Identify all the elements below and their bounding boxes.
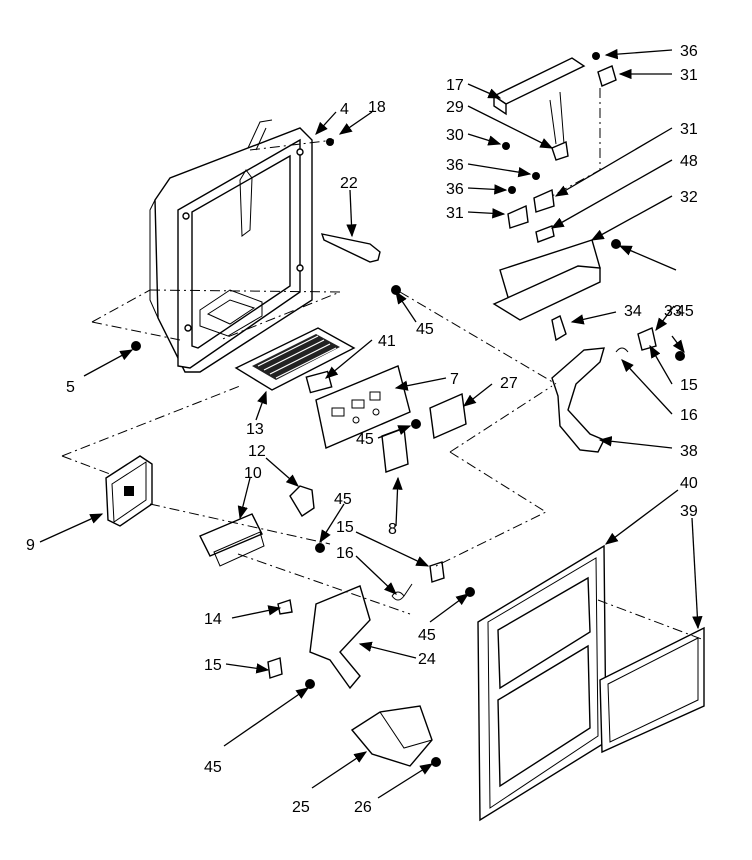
callout-25: 25 [292,799,310,816]
bracket-15-lower [267,657,283,679]
callout-15-mid: 15 [336,519,354,536]
bracket-10 [199,513,263,557]
dispenser-housing [149,119,313,373]
callout-45-panel: 45 [356,431,374,448]
callout-16-mid: 16 [336,545,354,562]
callout-27: 27 [500,375,518,392]
top-bar [492,57,586,105]
switch-29 [551,140,569,161]
callout-22: 22 [340,175,358,192]
callout-45-bottom: 45 [204,759,222,776]
callout-36-mid: 36 [446,157,464,174]
callout-29: 29 [446,99,464,116]
screws [131,52,685,767]
callout-5: 5 [66,379,75,396]
callout-41: 41 [378,333,396,350]
callout-45-lower: 45 [418,627,436,644]
callout-39: 39 [680,503,698,520]
callout-36-top: 36 [680,43,698,60]
bracket-15 [429,561,445,583]
callout-45-upper: 45 [416,321,434,338]
control-panel [315,365,411,449]
label-plate [305,370,333,394]
callout-38: 38 [680,443,698,460]
pivot-14 [277,599,293,615]
switch-31 [507,204,529,229]
callout-8: 8 [388,521,397,538]
callout-45-right: 45 [676,303,694,320]
callout-17: 17 [446,77,464,94]
callout-24: 24 [418,651,436,668]
callout-9: 9 [26,537,35,554]
callout-31-mid: 31 [680,121,698,138]
lever-38 [551,347,605,453]
callout-48: 48 [680,153,698,170]
callout-15-lower: 15 [204,657,222,674]
callout-7: 7 [450,371,459,388]
callout-30: 30 [446,127,464,144]
callout-12: 12 [248,443,266,460]
dispenser-cover [105,455,153,527]
drip-tray [350,705,433,767]
callout-31-low: 31 [446,205,464,222]
leader-lines [39,48,703,799]
callout-45-mid: 45 [334,491,352,508]
switch-31-top [597,65,617,87]
actuator-arm [309,585,371,690]
callout-33: 33 [664,303,682,320]
callout-34: 34 [624,303,642,320]
callout-10: 10 [244,465,262,482]
callout-16-right: 16 [680,407,698,424]
callout-36-low: 36 [446,181,464,198]
callout-4: 4 [340,101,349,118]
bracket-27 [429,392,467,440]
callout-31-top: 31 [680,67,698,84]
callout-14: 14 [204,611,222,628]
callout-15-right: 15 [680,377,698,394]
part-12 [289,485,315,517]
callout-labels: 36 31 17 29 30 31 36 36 48 31 32 4 18 22… [26,43,698,816]
callout-18: 18 [368,99,386,116]
callout-26: 26 [354,799,372,816]
part-33 [637,327,657,351]
callout-32: 32 [680,189,698,206]
part-34 [551,315,567,342]
insulation-panel [599,626,705,754]
arm-22 [320,233,381,263]
callout-13: 13 [246,421,264,438]
drip-grille [234,327,356,391]
callout-40: 40 [680,475,698,492]
spring-16 [391,583,413,601]
assembly-lines [61,88,705,641]
